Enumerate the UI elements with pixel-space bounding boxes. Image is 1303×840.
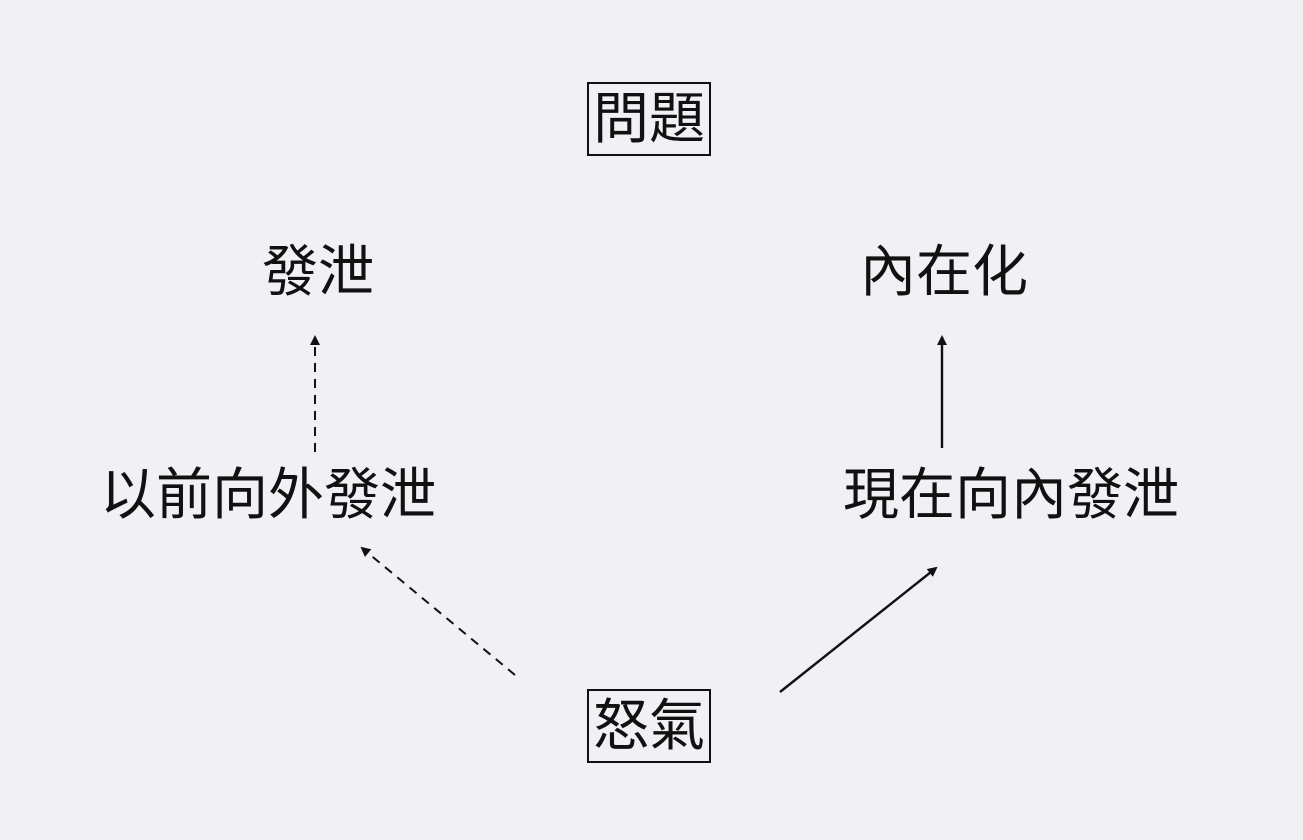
node-inward-vent: 現在向內發泄 (843, 463, 1179, 528)
node-vent: 發泄 (262, 240, 374, 305)
node-outward-vent: 以前向外發泄 (100, 463, 436, 528)
edge-left-lower (360, 546, 516, 676)
node-anger: 怒氣 (587, 689, 711, 763)
node-problem: 問題 (587, 82, 711, 156)
edge-right-lower (779, 566, 938, 693)
node-internalize: 內在化 (860, 240, 1028, 305)
